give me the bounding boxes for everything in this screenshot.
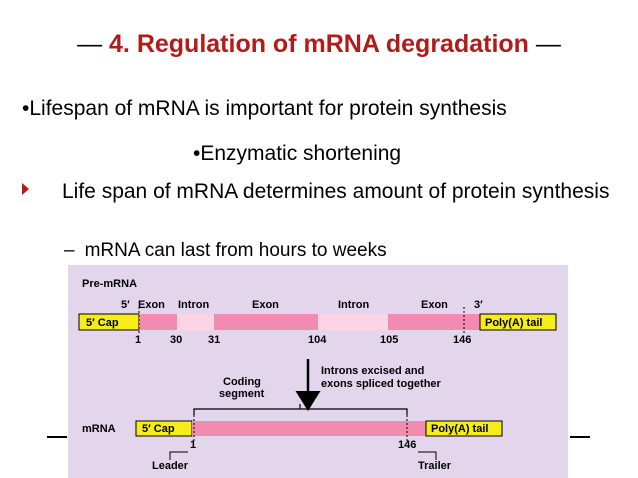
triangle-bullet-icon bbox=[22, 183, 29, 195]
premrna-tail-label: Poly(A) tail bbox=[485, 317, 542, 329]
premrna-cap-label: 5′ Cap bbox=[86, 317, 119, 329]
left-decor-line bbox=[47, 436, 67, 438]
premrna-intron-2 bbox=[318, 314, 388, 330]
segment-label-intron-1: Intron bbox=[178, 299, 209, 311]
right-decor-line bbox=[570, 436, 590, 438]
sub-bullet-dash: – bbox=[64, 240, 75, 261]
segment-label-exon-2: Exon bbox=[252, 299, 279, 311]
mrna-tail-label: Poly(A) tail bbox=[431, 423, 488, 435]
premrna-pos-30: 30 bbox=[170, 334, 182, 346]
mrna-pos-1: 1 bbox=[190, 439, 196, 451]
mrna-tail-box bbox=[425, 420, 503, 437]
sub-bullet-mrna-lasts: –mRNA can last from hours to weeks bbox=[64, 240, 387, 262]
mrna-diagram: Pre-mRNA 5′ Exon Intron Exon Intron Exon… bbox=[68, 265, 568, 478]
premrna-pos-104: 104 bbox=[308, 334, 327, 346]
premrna-pos-1: 1 bbox=[135, 334, 141, 346]
premrna-exon-1 bbox=[139, 314, 177, 330]
mrna-cap-label: 5′ Cap bbox=[142, 423, 175, 435]
premrna-pos-31: 31 bbox=[208, 334, 220, 346]
five-prime-label: 5′ bbox=[121, 299, 130, 311]
mrna-label: mRNA bbox=[82, 423, 116, 435]
leader-label: Leader bbox=[152, 460, 189, 472]
premrna-pos-105: 105 bbox=[380, 334, 398, 346]
slide-title: — 4. Regulation of mRNA degradation — bbox=[0, 30, 638, 59]
arrow-text-line-2: exons spliced together bbox=[321, 378, 442, 390]
premrna-exon-2 bbox=[214, 314, 318, 330]
premrna-pos-146: 146 bbox=[453, 334, 471, 346]
title-text: 4. Regulation of mRNA degradation bbox=[109, 30, 529, 58]
sub-bullet-text: mRNA can last from hours to weeks bbox=[84, 240, 387, 261]
title-dash-right: — bbox=[535, 30, 561, 58]
arrow-text-line-1: Introns excised and bbox=[321, 365, 424, 377]
trailer-pointer bbox=[418, 451, 437, 460]
bullet-lifespan: •Lifespan of mRNA is important for prote… bbox=[22, 97, 507, 120]
premrna-intron-1 bbox=[177, 314, 214, 330]
title-dash-left: — bbox=[77, 30, 103, 58]
premrna-label: Pre-mRNA bbox=[82, 278, 137, 290]
premrna-exon-3 bbox=[388, 314, 480, 330]
leader-pointer bbox=[169, 451, 188, 460]
bullet-enzymatic: •Enzymatic shortening bbox=[193, 142, 402, 165]
mrna-coding-body bbox=[192, 421, 426, 436]
trailer-label: Trailer bbox=[418, 460, 452, 472]
segment-label-exon-1: Exon bbox=[138, 299, 165, 311]
coding-segment-bracket bbox=[193, 408, 408, 415]
mrna-diagram-svg: Pre-mRNA 5′ Exon Intron Exon Intron Exon… bbox=[78, 278, 557, 472]
mrna-pos-146: 146 bbox=[398, 439, 416, 451]
bullet-life-span-text: Life span of mRNA determines amount of p… bbox=[62, 180, 610, 203]
coding-label-line-2: segment bbox=[219, 388, 265, 400]
three-prime-label: 3′ bbox=[474, 299, 483, 311]
segment-label-exon-3: Exon bbox=[421, 299, 448, 311]
segment-label-intron-2: Intron bbox=[338, 299, 369, 311]
premrna-tail-box bbox=[479, 313, 557, 331]
coding-label-line-1: Coding bbox=[223, 376, 261, 388]
